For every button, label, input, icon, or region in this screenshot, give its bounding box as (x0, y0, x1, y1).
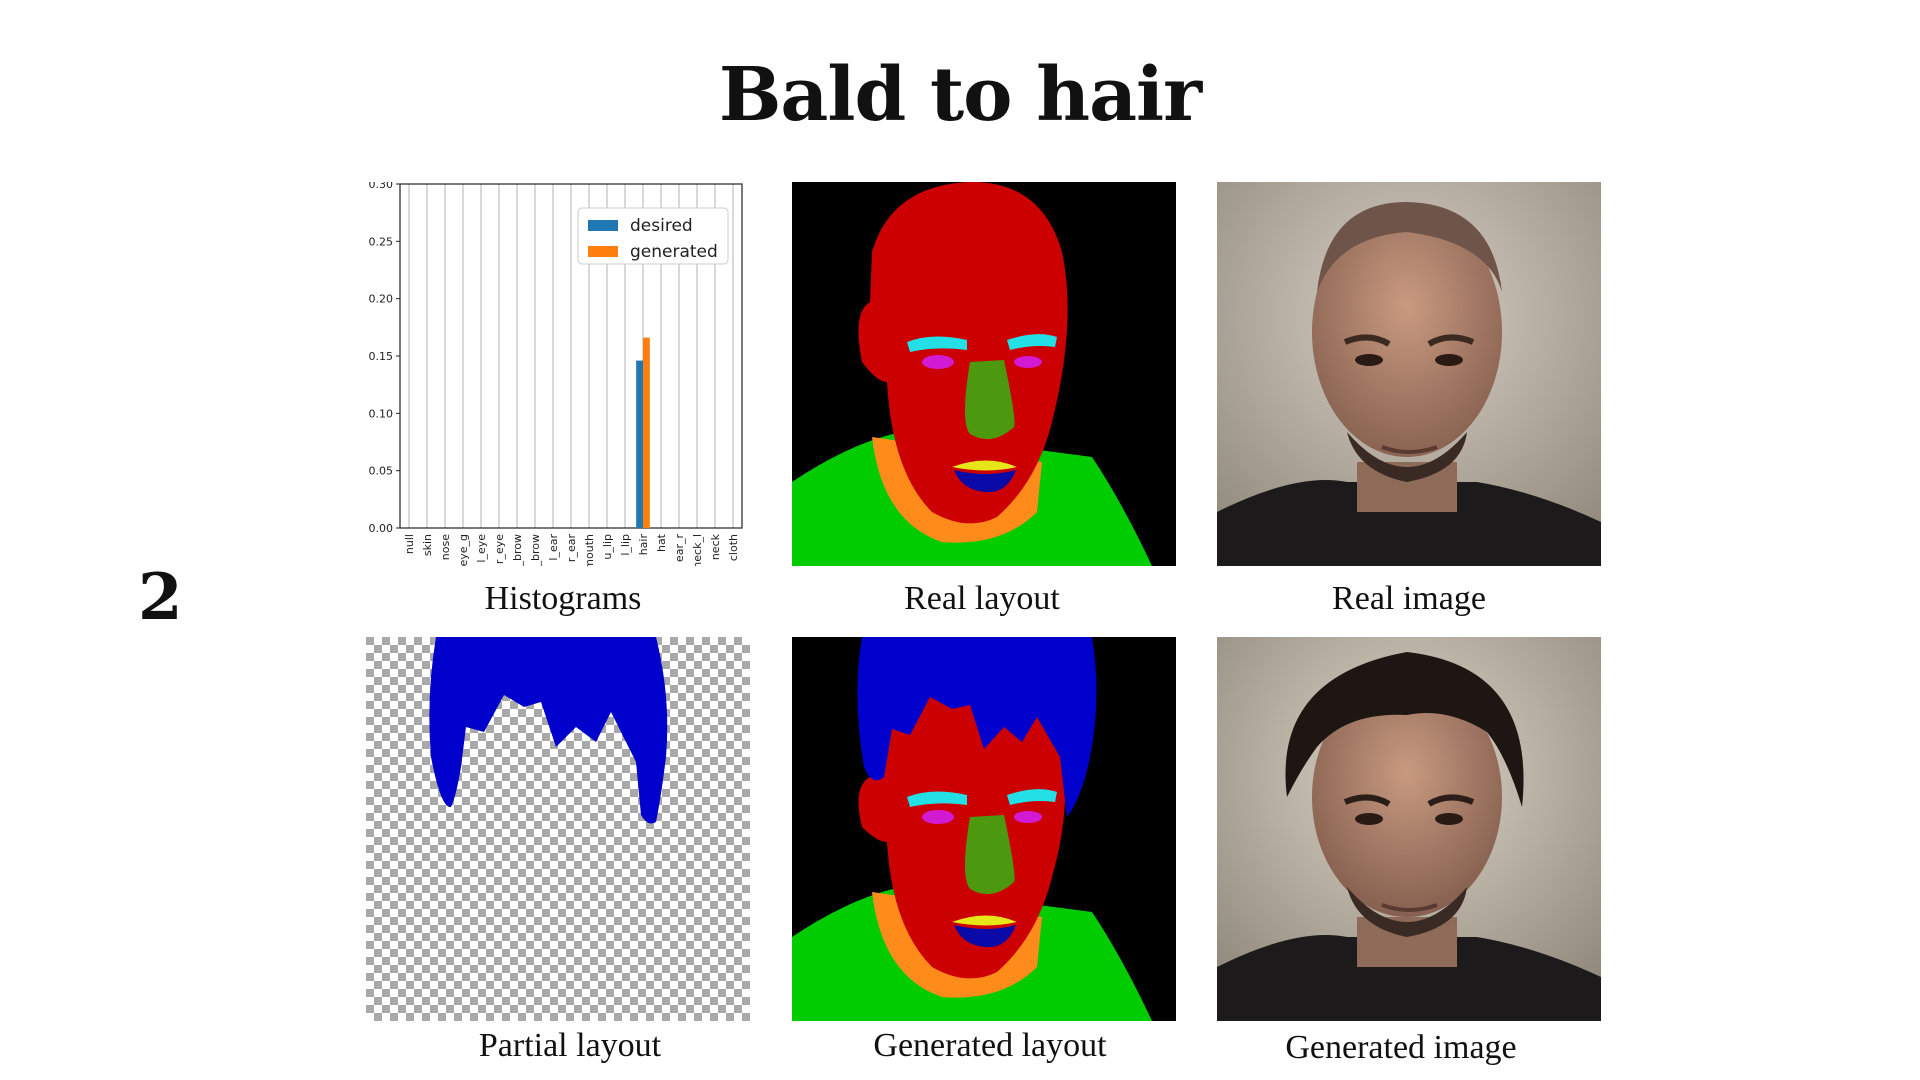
x-tick-label: mouth (583, 534, 596, 566)
real-image-photo (1217, 182, 1601, 566)
x-tick-label: neck (709, 533, 722, 560)
x-tick-label: l_brow (511, 534, 524, 566)
real-layout-panel (792, 182, 1176, 566)
x-tick-label: r_ear (565, 534, 578, 563)
generated-image-panel (1217, 637, 1601, 1021)
legend-label-desired: desired (630, 216, 693, 236)
x-tick-label: nose (439, 534, 452, 560)
histogram-panel: 0.00 0.05 0.10 0.15 0.20 0.25 0.30 null skin nose… (366, 182, 750, 566)
y-tick-label: 0.20 (369, 293, 394, 306)
x-tick-label: skin (421, 534, 434, 556)
x-tick-label: neck_l (691, 534, 704, 566)
legend-swatch-generated (588, 246, 618, 257)
x-tick-label: r_eye (493, 534, 506, 564)
x-tick-label: hat (655, 533, 668, 552)
x-tick-label: hair (637, 534, 650, 556)
x-tick-label: null (403, 534, 416, 554)
caption-real-layout: Real layout (904, 580, 1060, 617)
caption-real-image: Real image (1332, 580, 1486, 617)
y-tick-label: 0.05 (369, 465, 394, 478)
legend-label-generated: generated (630, 242, 718, 262)
y-tick-label: 0.30 (369, 182, 394, 191)
caption-generated-layout: Generated layout (873, 1027, 1107, 1064)
histogram-chart: 0.00 0.05 0.10 0.15 0.20 0.25 0.30 null skin nose… (366, 182, 750, 566)
partial-layout-map (366, 637, 750, 1021)
caption-partial-layout: Partial layout (478, 1027, 662, 1064)
bar-generated-hair (643, 337, 650, 528)
y-tick-label: 0.00 (369, 522, 394, 535)
row-number: 2 (138, 560, 183, 635)
x-tick-label: cloth (727, 534, 740, 561)
x-tick-label: ear_r (673, 534, 686, 563)
x-tick-label: u_lip (601, 534, 614, 560)
y-tick-label: 0.25 (369, 235, 394, 248)
real-image-panel (1217, 182, 1601, 566)
x-tick-label: l_ear (547, 534, 560, 561)
legend-swatch-desired (588, 220, 618, 231)
generated-image-photo (1217, 637, 1601, 1021)
x-tick-label: r_brow (529, 534, 542, 566)
caption-histograms: Histograms (484, 580, 642, 617)
real-layout-map (792, 182, 1176, 566)
generated-layout-panel (792, 637, 1176, 1021)
slide-title: Bald to hair (718, 52, 1202, 138)
x-tick-label: l_eye (475, 534, 488, 563)
bar-desired-hair (636, 360, 643, 528)
x-tick-label: l_lip (619, 534, 632, 556)
caption-generated-image: Generated image (1285, 1029, 1517, 1066)
partial-layout-panel (366, 637, 750, 1021)
y-tick-label: 0.15 (369, 350, 394, 363)
y-tick-label: 0.10 (369, 407, 394, 420)
x-tick-label: eye_g (457, 534, 470, 566)
generated-layout-map (792, 637, 1176, 1021)
